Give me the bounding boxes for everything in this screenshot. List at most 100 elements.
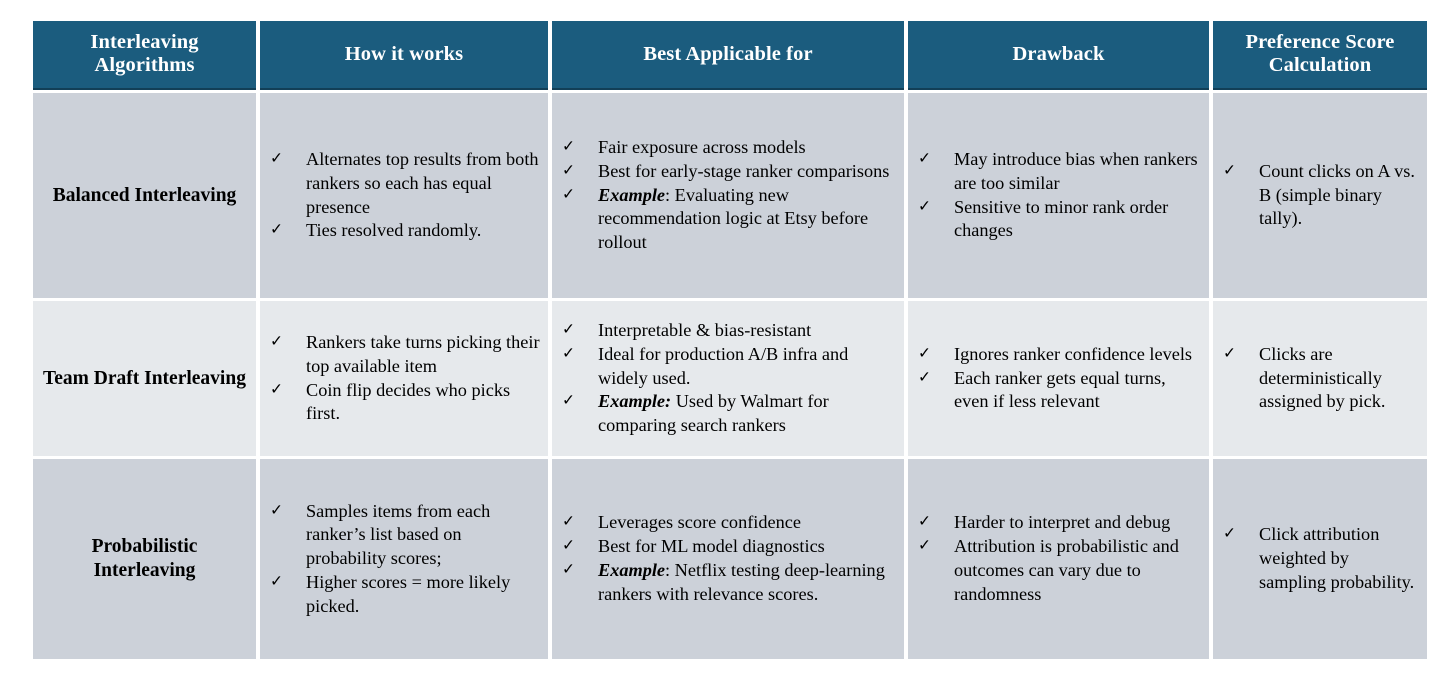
list-item-text: Harder to interpret and debug <box>954 512 1171 533</box>
check-icon: ✓ <box>562 137 575 156</box>
list-item-text: Example: Evaluating new recommendation l… <box>598 184 869 253</box>
check-icon: ✓ <box>270 500 283 519</box>
check-icon: ✓ <box>270 571 283 590</box>
list-item-text: Example: Used by Walmart for comparing s… <box>598 391 829 436</box>
list-item: ✓Interpretable & bias-resistant <box>560 319 896 343</box>
cell-preference-score-calculation: ✓Clicks are deterministically assigned b… <box>1213 301 1427 456</box>
list-item-example: ✓ Example: Netflix testing deep-learning … <box>560 559 896 607</box>
list-item: ✓Ideal for production A/B infra and wide… <box>560 343 896 391</box>
check-icon: ✓ <box>562 391 575 410</box>
list-item: ✓Clicks are deterministically assigned b… <box>1221 343 1419 414</box>
list-item: ✓ Samples items from each ranker’s list b… <box>268 500 540 571</box>
check-list: ✓Clicks are deterministically assigned b… <box>1221 343 1419 414</box>
list-item: ✓ Best for ML model diagnostics <box>560 535 896 559</box>
check-list: ✓ Harder to interpret and debug ✓Attribut… <box>916 511 1201 606</box>
list-item-text: Best for ML model diagnostics <box>598 536 825 557</box>
list-item: ✓ Fair exposure across models <box>560 136 896 160</box>
cell-drawback: ✓ Harder to interpret and debug ✓Attribut… <box>908 459 1209 659</box>
check-icon: ✓ <box>562 184 575 203</box>
list-item-text: Count clicks on A vs. B (simple binary t… <box>1259 160 1415 229</box>
cell-how-it-works: ✓ Samples items from each ranker’s list b… <box>260 459 548 659</box>
list-item: ✓Ties resolved randomly. <box>268 219 540 243</box>
list-item-text: Interpretable & bias-resistant <box>598 320 812 341</box>
list-item-text: Samples items from each ranker’s list ba… <box>306 500 491 569</box>
check-icon: ✓ <box>918 512 931 531</box>
check-icon: ✓ <box>270 379 283 398</box>
list-item-text: Ignores ranker confidence levels <box>954 343 1193 364</box>
check-list: ✓ Fair exposure across models ✓ Best for e… <box>560 136 896 255</box>
check-icon: ✓ <box>270 331 283 350</box>
list-item: ✓ Count clicks on A vs. B (simple binary … <box>1221 160 1419 231</box>
cell-preference-score-calculation: ✓ Count clicks on A vs. B (simple binary … <box>1213 93 1427 298</box>
cell-drawback: ✓ Ignores ranker confidence levels ✓ Each … <box>908 301 1209 456</box>
cell-algorithm-name: Team Draft Interleaving <box>33 301 256 456</box>
check-icon: ✓ <box>270 148 283 167</box>
check-icon: ✓ <box>1223 524 1236 543</box>
cell-drawback: ✓ May introduce bias when rankers are too… <box>908 93 1209 298</box>
check-icon: ✓ <box>562 512 575 531</box>
cell-best-applicable-for: ✓ Leverages score confidence ✓ Best for ML… <box>552 459 904 659</box>
list-item-text: Sensitive to minor rank order changes <box>954 196 1169 241</box>
list-item-text: Rankers take turns picking their top ava… <box>306 331 540 376</box>
list-item: ✓ Higher scores = more likely picked. <box>268 571 540 619</box>
list-item-text: Ideal for production A/B infra and widel… <box>598 343 849 388</box>
cell-algorithm-name: Balanced Interleaving <box>33 93 256 298</box>
check-icon: ✓ <box>918 148 931 167</box>
check-list: ✓ Alternates top results from both ranker… <box>268 148 540 243</box>
list-item-text: Fair exposure across models <box>598 137 806 158</box>
list-item-text: Leverages score confidence <box>598 512 802 533</box>
list-item: ✓ Click attribution weighted by sampling … <box>1221 523 1419 594</box>
check-list: ✓ Samples items from each ranker’s list b… <box>268 500 540 619</box>
check-icon: ✓ <box>918 367 931 386</box>
list-item: ✓ Coin flip decides who picks first. <box>268 379 540 427</box>
list-item-text: Best for early-stage ranker comparisons <box>598 160 890 181</box>
list-item: ✓ Best for early-stage ranker comparisons <box>560 160 896 184</box>
list-item: ✓ Alternates top results from both ranker… <box>268 148 540 219</box>
cell-how-it-works: ✓ Rankers take turns picking their top av… <box>260 301 548 456</box>
list-item-text: Higher scores = more likely picked. <box>306 571 511 616</box>
column-header-drawback: Drawback <box>908 21 1209 90</box>
cell-preference-score-calculation: ✓ Click attribution weighted by sampling … <box>1213 459 1427 659</box>
cell-best-applicable-for: ✓ Fair exposure across models ✓ Best for e… <box>552 93 904 298</box>
table-body: Balanced Interleaving ✓ Alternates top re… <box>33 93 1427 659</box>
check-list: ✓ Count clicks on A vs. B (simple binary … <box>1221 160 1419 231</box>
table-row: Team Draft Interleaving ✓ Rankers take tu… <box>33 301 1427 456</box>
check-list: ✓ Leverages score confidence ✓ Best for ML… <box>560 511 896 606</box>
check-icon: ✓ <box>562 560 575 578</box>
list-item-text: Ties resolved randomly. <box>306 220 482 241</box>
list-item: ✓ Rankers take turns picking their top av… <box>268 331 540 379</box>
list-item-text: Coin flip decides who picks first. <box>306 379 511 424</box>
list-item: ✓ May introduce bias when rankers are too… <box>916 148 1201 196</box>
list-item: ✓ Ignores ranker confidence levels <box>916 343 1201 367</box>
check-list: ✓ Click attribution weighted by sampling … <box>1221 523 1419 594</box>
column-header-preference-score-calculation: Preference Score Calculation <box>1213 21 1427 90</box>
check-icon: ✓ <box>918 196 931 215</box>
column-header-best-applicable-for: Best Applicable for <box>552 21 904 90</box>
check-icon: ✓ <box>1223 343 1236 362</box>
check-list: ✓ Rankers take turns picking their top av… <box>268 331 540 426</box>
list-item-text: Alternates top results from both rankers… <box>306 148 539 217</box>
list-item-text: Each ranker gets equal turns, even if le… <box>954 367 1166 412</box>
column-header-how-it-works: How it works <box>260 21 548 90</box>
check-list: ✓ May introduce bias when rankers are too… <box>916 148 1201 243</box>
list-item-text: Example: Netflix testing deep-learning r… <box>598 560 885 604</box>
list-item-text: May introduce bias when rankers are too … <box>954 148 1198 193</box>
check-icon: ✓ <box>562 536 575 555</box>
list-item-example: ✓ Example: Evaluating new recommendation … <box>560 184 896 255</box>
list-item: ✓ Sensitive to minor rank order changes <box>916 196 1201 244</box>
cell-best-applicable-for: ✓Interpretable & bias-resistant ✓Ideal f… <box>552 301 904 456</box>
column-header-interleaving-algorithms: Interleaving Algorithms <box>33 21 256 90</box>
table-header-row: Interleaving Algorithms How it works Bes… <box>33 21 1427 90</box>
list-item-text: Click attribution weighted by sampling p… <box>1259 524 1415 592</box>
check-icon: ✓ <box>1223 160 1236 179</box>
check-icon: ✓ <box>562 160 575 179</box>
cell-algorithm-name: Probabilistic Interleaving <box>33 459 256 659</box>
check-icon: ✓ <box>918 343 931 362</box>
check-list: ✓Interpretable & bias-resistant ✓Ideal f… <box>560 319 896 438</box>
interleaving-algorithms-table: Interleaving Algorithms How it works Bes… <box>29 18 1431 662</box>
list-item: ✓ Each ranker gets equal turns, even if l… <box>916 367 1201 415</box>
cell-how-it-works: ✓ Alternates top results from both ranker… <box>260 93 548 298</box>
list-item: ✓Attribution is probabilistic and outcom… <box>916 535 1201 606</box>
list-item-example: ✓ Example: Used by Walmart for comparing … <box>560 390 896 438</box>
